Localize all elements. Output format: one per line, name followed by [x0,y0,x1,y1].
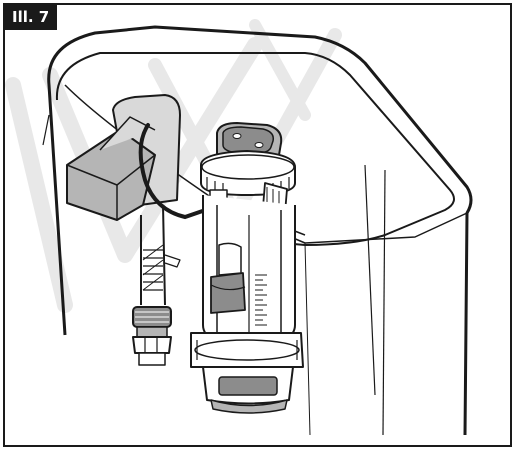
connecting-cable [138,123,222,220]
flush-valve [190,122,304,414]
fill-valve [66,94,181,366]
illustration-frame: Ill. 7 [3,3,512,447]
figure-label: Ill. 7 [5,5,58,30]
cistern-flush-valve-drawing [5,19,473,436]
